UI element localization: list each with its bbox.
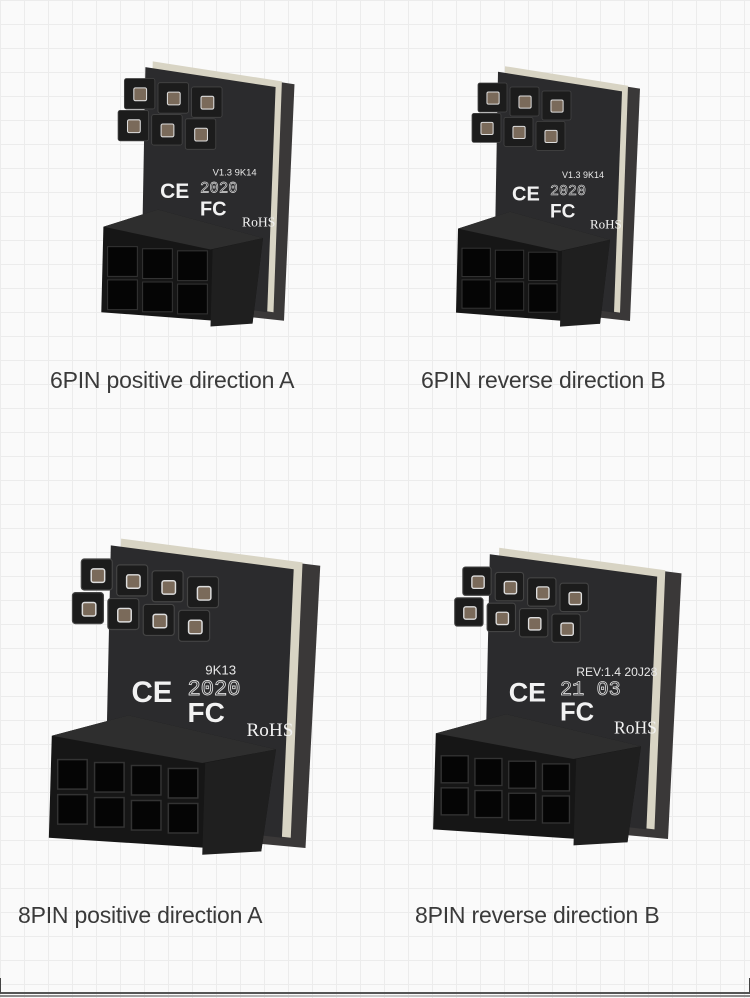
socket-hole — [107, 246, 138, 277]
board-date-text: 2020 — [200, 180, 238, 198]
board-date-text: 21 03 — [560, 679, 621, 702]
socket-hole — [177, 283, 208, 315]
socket-hole — [440, 787, 469, 816]
caption-6pin-positive: 6PIN positive direction A — [50, 367, 295, 393]
ce-mark: CE — [131, 676, 172, 709]
header-pin — [151, 114, 183, 146]
header-pin — [559, 582, 589, 613]
socket-hole — [56, 758, 88, 790]
header-pin — [71, 592, 105, 625]
fcc-mark: FC — [550, 201, 576, 222]
socket-hole — [440, 755, 469, 784]
board-date-text: 2020 — [550, 183, 586, 200]
product-6pin-b: V1.3 9K14 2020 CE FC RoHS — [450, 55, 650, 335]
ce-mark: CE — [160, 180, 189, 203]
bottom-frame — [0, 978, 750, 994]
socket-hole — [494, 249, 525, 280]
caption-6pin-reverse: 6PIN reverse direction B — [421, 367, 666, 393]
board-rev-text: REV:1.4 20J28 — [576, 665, 657, 679]
socket-hole — [142, 281, 173, 313]
header-pin — [80, 558, 113, 591]
header-pin — [116, 564, 149, 597]
socket-hole — [130, 799, 162, 831]
header-pin — [184, 118, 217, 150]
board-date-text: 2020 — [188, 677, 241, 702]
socket-hole — [541, 795, 571, 824]
header-pin — [178, 609, 211, 642]
header-pin — [186, 576, 220, 609]
socket-hole — [528, 251, 558, 282]
rohs-mark: RoHS — [247, 720, 294, 741]
fcc-mark: FC — [188, 697, 225, 728]
ce-mark: CE — [512, 184, 540, 206]
socket-hole — [528, 283, 558, 313]
header-pin — [151, 570, 184, 603]
header-pin — [191, 86, 223, 118]
header-pin — [454, 597, 484, 627]
rohs-mark: RoHS — [242, 215, 275, 230]
header-pin — [541, 90, 572, 121]
board-rev-text: V1.3 9K14 — [562, 170, 604, 180]
socket-hole — [93, 761, 125, 793]
header-pin — [477, 82, 508, 113]
socket-hole — [107, 279, 138, 311]
rohs-mark: RoHS — [590, 217, 622, 232]
fcc-mark: FC — [560, 699, 594, 727]
header-pin — [527, 577, 557, 607]
fcc-mark: FC — [200, 198, 227, 220]
header-pin — [471, 113, 502, 143]
header-pin — [123, 78, 156, 110]
header-pin — [494, 571, 525, 602]
socket-hole — [93, 796, 125, 828]
socket-hole — [167, 802, 199, 834]
header-pin — [142, 603, 175, 636]
socket-hole — [56, 793, 88, 825]
ce-mark: CE — [509, 677, 547, 707]
caption-8pin-reverse: 8PIN reverse direction B — [415, 902, 660, 928]
socket-hole — [541, 763, 571, 792]
socket-hole — [474, 789, 503, 819]
caption-8pin-positive: 8PIN positive direction A — [18, 902, 263, 928]
socket-hole — [167, 767, 199, 799]
connector-illustration: V1.3 9K14 2020 CE FC RoHS — [456, 66, 640, 327]
header-pin — [107, 597, 140, 631]
header-pin — [117, 110, 149, 142]
header-pin — [503, 117, 534, 147]
socket-hole — [461, 247, 491, 278]
socket-hole — [142, 248, 173, 280]
socket-hole — [177, 250, 208, 282]
bottom-divider — [0, 995, 750, 997]
product-6pin-a: V1.3 9K14 2020 CE FC RoHS — [95, 50, 305, 335]
socket-hole — [130, 764, 162, 796]
header-pin — [157, 82, 189, 114]
connector-illustration: V1.3 9K14 2020 CE FC RoHS — [101, 61, 295, 327]
board-rev-text: 9K13 — [205, 663, 236, 678]
header-pin — [462, 566, 492, 596]
socket-hole — [461, 279, 491, 309]
header-pin — [551, 613, 581, 643]
header-pin — [509, 86, 540, 117]
header-pin — [486, 602, 516, 633]
socket-hole — [508, 760, 537, 789]
rohs-mark: RoHS — [614, 717, 657, 737]
socket-hole — [474, 757, 503, 787]
header-pin — [518, 608, 549, 638]
socket-hole — [494, 281, 525, 311]
header-pin — [535, 121, 566, 151]
board-rev-text: V1.3 9K14 — [213, 167, 257, 178]
socket-hole — [508, 792, 537, 821]
